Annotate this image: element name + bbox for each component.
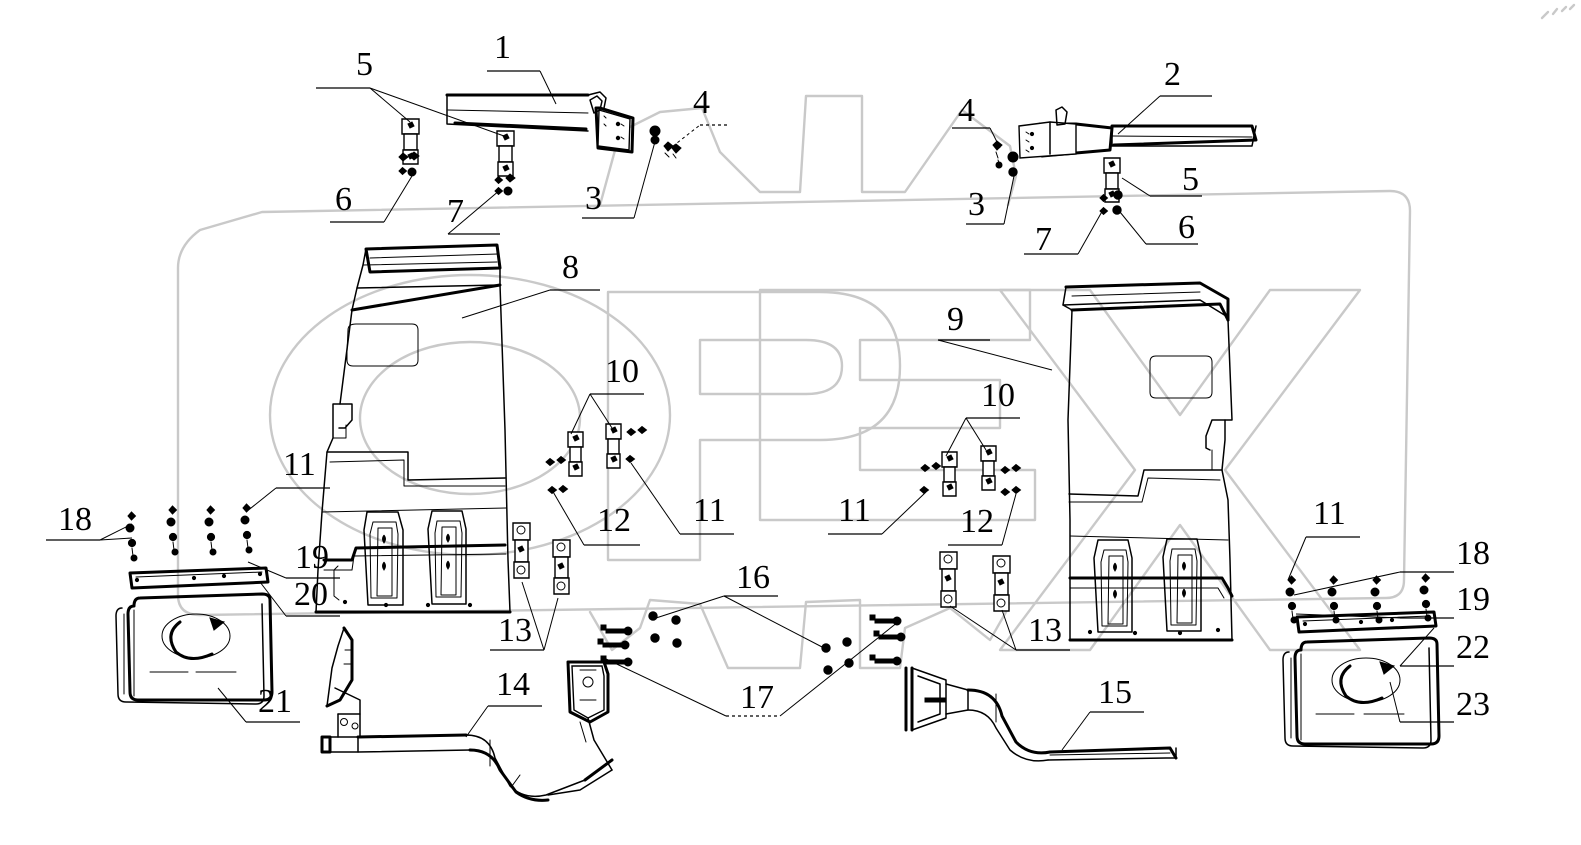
callout-6-right-washer: 6 <box>1178 209 1195 246</box>
callout-23-right-mudflap: 23 <box>1456 686 1490 723</box>
callout-9-right-fender: 9 <box>947 301 964 338</box>
callout-21-left-mudflap: 21 <box>258 683 292 720</box>
callout-8-left-fender: 8 <box>562 249 579 286</box>
callout-22-right-mudflap-bracket: 22 <box>1456 629 1490 666</box>
callout-17-step-bolt: 17 <box>740 679 774 716</box>
right-fastener-6-7-group <box>1099 190 1123 216</box>
callout-1-left-mirror-arm: 1 <box>494 29 511 66</box>
left-clamp-5-group <box>401 118 515 177</box>
callout-14-left-step-bar: 14 <box>496 666 530 703</box>
left-fender-part <box>314 243 512 614</box>
left-mudflap-group <box>115 503 274 705</box>
callout-16-step-nut: 16 <box>736 559 770 596</box>
callout-18-right-bolt: 18 <box>1456 535 1490 572</box>
callout-5-right-clamp: 5 <box>1182 161 1199 198</box>
right-fastener-3-4-group <box>992 140 1019 177</box>
right-mirror-arm-part <box>1018 106 1258 159</box>
watermark-graphic <box>176 3 1576 670</box>
callout-13-right-link: 13 <box>1028 612 1062 649</box>
callout-12-left-nut: 12 <box>597 502 631 539</box>
left-link-13-group <box>512 522 571 595</box>
right-step-bar-part <box>904 666 1178 762</box>
right-link-13-group <box>939 551 1011 612</box>
callout-5-left-clamp: 5 <box>356 46 373 83</box>
callout-11-right-inner: 11 <box>838 492 871 529</box>
callout-4-right-nut: 4 <box>958 92 975 129</box>
callout-10-right-bracket: 10 <box>981 377 1015 414</box>
center-fastener-16-17-group <box>597 611 906 675</box>
callout-3-right-bolt: 3 <box>968 186 985 223</box>
callout-4-left-nut: 4 <box>693 84 710 121</box>
right-fender-part <box>1062 281 1234 642</box>
callout-11-left-inner: 11 <box>693 492 726 529</box>
callout-11-left-outer: 11 <box>283 446 316 483</box>
callout-10-left-bracket: 10 <box>605 353 639 390</box>
callout-7-right-nut: 7 <box>1035 221 1052 258</box>
leader-lines <box>46 70 1454 751</box>
callout-19-right-nut: 19 <box>1456 581 1490 618</box>
left-fastener-6-7-group <box>398 151 516 196</box>
callout-18-left-bolt: 18 <box>58 501 92 538</box>
callout-11-right-outer: 11 <box>1313 495 1346 532</box>
callout-19-left-nut: 19 <box>295 539 329 576</box>
callout-12-right-nut: 12 <box>960 503 994 540</box>
callout-2-right-mirror-arm: 2 <box>1164 56 1181 93</box>
right-bracket-10-fastener-group <box>919 445 1022 497</box>
callout-6-left-washer: 6 <box>335 181 352 218</box>
left-bracket-10-fastener-group <box>545 423 648 495</box>
callout-20-left-mudflap-bracket: 20 <box>294 576 328 613</box>
callout-15-right-step-bar: 15 <box>1098 674 1132 711</box>
left-step-bar-part <box>320 626 614 802</box>
left-mirror-arm-part <box>445 91 635 154</box>
callout-3-left-bolt: 3 <box>585 180 602 217</box>
callout-7-left-nut: 7 <box>447 193 464 230</box>
callout-13-left-link: 13 <box>498 612 532 649</box>
right-mudflap-group <box>1282 573 1441 749</box>
